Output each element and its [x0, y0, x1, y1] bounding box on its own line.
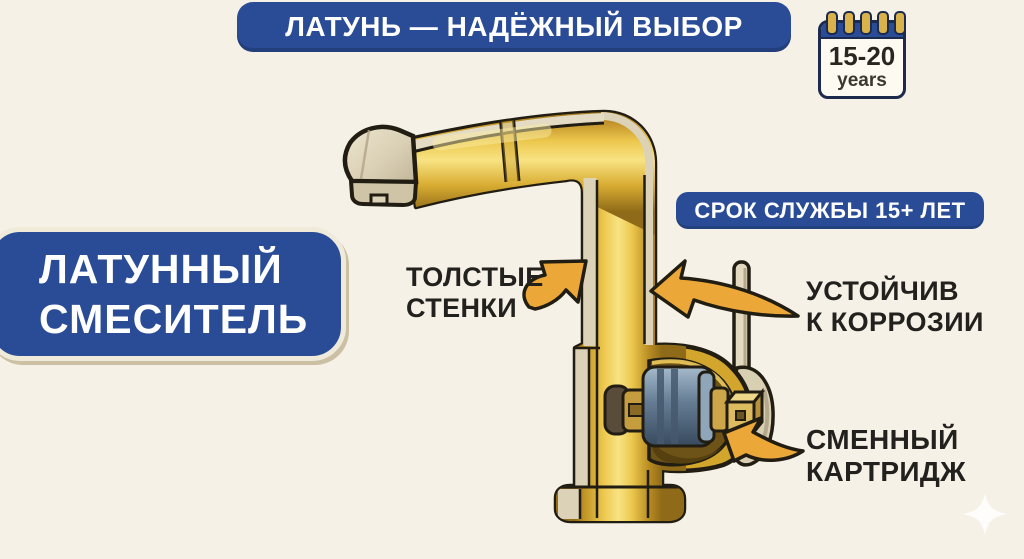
corrosion-arrow-icon [649, 259, 800, 319]
calendar-years-range: 15-20 [828, 41, 896, 71]
service-life-badge: СРОК СЛУЖБЫ 15+ ЛЕТ [676, 192, 984, 229]
calendar-years-unit: years [837, 70, 887, 91]
sparkle-icon [963, 493, 1007, 535]
calendar-ring-icon [843, 11, 855, 35]
top-banner: ЛАТУНЬ — НАДЁЖНЫЙ ВЫБОР [237, 2, 791, 52]
calendar-ring-icon [877, 11, 889, 35]
product-title-badge: ЛАТУННЫЙ СМЕСИТЕЛЬ [0, 227, 346, 361]
calendar-ring-icon [860, 11, 872, 35]
cartridge [603, 365, 766, 448]
callout-replaceable-cartridge: СМЕННЫЙ КАРТРИДЖ [806, 424, 966, 488]
calendar-icon: 15-20 years [818, 11, 906, 99]
calendar-ring-icon [826, 11, 838, 35]
callout-thick-walls: ТОЛСТЫЕ СТЕНКИ [406, 262, 544, 324]
callout-corrosion-resistant: УСТОЙЧИВ К КОРРОЗИИ [806, 276, 984, 338]
cartridge-arrow-icon [722, 416, 805, 463]
faucet-spout-head [342, 124, 419, 208]
calendar-ring-icon [894, 11, 906, 35]
thick-walls-arrow-icon [522, 259, 588, 311]
